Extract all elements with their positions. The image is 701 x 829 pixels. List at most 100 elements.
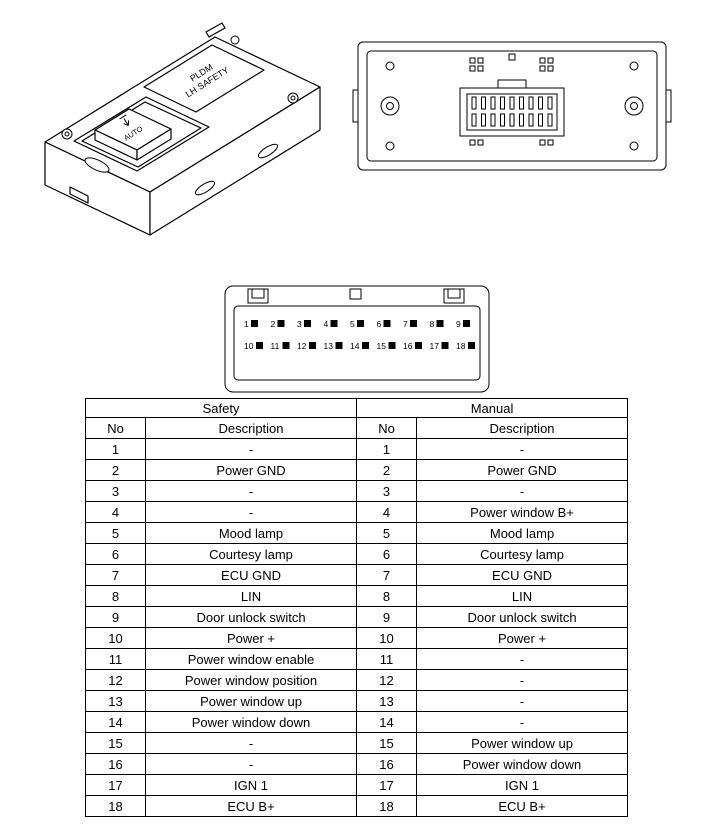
tab-right-inner xyxy=(447,288,461,299)
pin-number-label: 11 xyxy=(271,341,280,351)
pin-contact-square xyxy=(441,342,449,349)
safety-no-header: No xyxy=(85,417,146,439)
manual-no-header: No xyxy=(356,417,418,439)
manual-pin-no-cell: 10 xyxy=(356,627,418,649)
safety-pin-no-cell: 11 xyxy=(85,648,146,670)
connector-key-tab xyxy=(497,79,527,89)
safety-pin-no-cell: 15 xyxy=(85,732,146,754)
pin-number-label: 6 xyxy=(377,319,382,329)
safety-pin-no-cell: 4 xyxy=(85,501,146,523)
table-row: 3-3- xyxy=(85,480,629,502)
manual-pin-no-cell: 14 xyxy=(356,711,418,733)
manual-description-cell: LIN xyxy=(416,585,629,607)
switch-knob-front-side xyxy=(136,128,172,161)
safety-pin-no-cell: 10 xyxy=(85,627,146,649)
safety-description-cell: Power window enable xyxy=(144,648,358,670)
window-down-arrow-icon xyxy=(119,114,130,127)
safety-description-cell: Power window position xyxy=(144,669,358,691)
column-header-row: No Description No Description xyxy=(85,417,629,439)
safety-description-cell: LIN xyxy=(144,585,358,607)
safety-description-cell: IGN 1 xyxy=(144,774,358,796)
manual-pin-no-cell: 8 xyxy=(356,585,418,607)
manual-pin-no-cell: 16 xyxy=(356,753,418,775)
safety-description-cell: Power GND xyxy=(144,459,358,481)
screw-hole-left xyxy=(380,96,400,116)
safety-pin-no-cell: 18 xyxy=(85,795,146,817)
safety-description-cell: Mood lamp xyxy=(144,522,358,544)
safety-pin-no-cell: 8 xyxy=(85,585,146,607)
pin-contact-square xyxy=(410,320,417,327)
pin-number-label: 1 xyxy=(244,319,249,329)
mounting-tab xyxy=(69,186,89,204)
pin-contact-square xyxy=(415,342,422,349)
manual-description-cell: Power window up xyxy=(416,732,629,754)
safety-description-cell: Power window down xyxy=(144,711,358,733)
safety-pin-no-cell: 14 xyxy=(85,711,146,733)
label-plate xyxy=(143,44,265,113)
pin-number-label: 18 xyxy=(456,341,466,351)
safety-pin-no-cell: 7 xyxy=(85,564,146,586)
manual-pin-no-cell: 7 xyxy=(356,564,418,586)
corner-holes xyxy=(385,61,639,151)
safety-pin-no-cell: 16 xyxy=(85,753,146,775)
manual-description-cell: - xyxy=(416,438,629,460)
manual-pin-no-cell: 9 xyxy=(356,606,418,628)
safety-pin-no-cell: 17 xyxy=(85,774,146,796)
front-face-slot-2 xyxy=(257,143,279,159)
manual-pin-no-cell: 12 xyxy=(356,669,418,691)
safety-pin-no-cell: 3 xyxy=(85,480,146,502)
tab-left-inner xyxy=(251,288,265,299)
pin-number-label: 10 xyxy=(244,341,254,351)
group-header-row: Safety Manual xyxy=(84,398,629,418)
module-rear-view xyxy=(352,41,672,171)
safety-description-cell: - xyxy=(144,438,358,460)
safety-description-cell: - xyxy=(144,732,358,754)
manual-description-cell: IGN 1 xyxy=(416,774,629,796)
pin-contact-square xyxy=(277,320,285,327)
safety-pin-no-cell: 6 xyxy=(85,543,146,565)
center-key xyxy=(349,288,362,300)
switch-module-isometric-view: PLDM LH SAFETY AUTO xyxy=(44,22,321,236)
manual-description-cell: ECU B+ xyxy=(416,795,629,817)
pin-number-label: 9 xyxy=(456,319,461,329)
manual-description-header: Description xyxy=(416,417,629,439)
manual-pin-no-cell: 3 xyxy=(356,480,418,502)
manual-description-cell: - xyxy=(416,690,629,712)
pin-number-label: 13 xyxy=(324,341,334,351)
manual-description-cell: - xyxy=(416,669,629,691)
safety-description-cell: ECU GND xyxy=(144,564,358,586)
pin-number-label: 5 xyxy=(350,319,355,329)
pin-contact-square xyxy=(335,342,343,349)
manual-description-cell: Power window B+ xyxy=(416,501,629,523)
safety-description-cell: Door unlock switch xyxy=(144,606,358,628)
pin-contact-square xyxy=(282,342,290,349)
manual-pin-no-cell: 11 xyxy=(356,648,418,670)
pin-contact-square xyxy=(304,320,311,327)
safety-pin-no-cell: 1 xyxy=(85,438,146,460)
pin-number-label: 3 xyxy=(297,319,302,329)
pin-contact-square xyxy=(330,320,338,327)
safety-description-header: Description xyxy=(144,417,358,439)
rear-connector-pins xyxy=(471,96,553,127)
front-face-slot-1 xyxy=(194,180,216,196)
pin-number-label: 8 xyxy=(430,319,435,329)
screw-hole-right xyxy=(624,96,644,116)
safety-description-cell: Power + xyxy=(144,627,358,649)
manual-description-cell: Power GND xyxy=(416,459,629,481)
safety-pin-no-cell: 13 xyxy=(85,690,146,712)
manual-description-cell: Power + xyxy=(416,627,629,649)
